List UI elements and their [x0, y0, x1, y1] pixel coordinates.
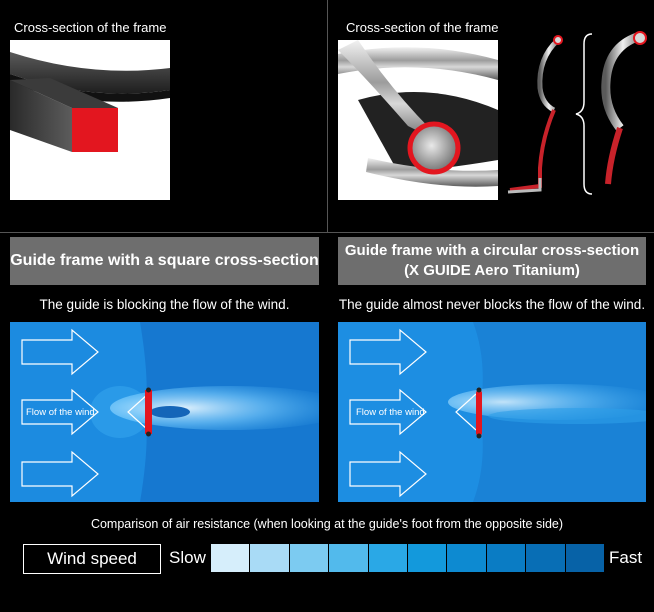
wind-speed-swatch [486, 544, 526, 572]
circular-flow-diagram [338, 322, 646, 502]
wind-speed-swatch [329, 544, 368, 572]
wind-speed-swatch [526, 544, 565, 572]
flow-arrow-top [21, 328, 99, 376]
wind-speed-swatch [289, 544, 329, 572]
circular-cross-section [407, 121, 461, 175]
wind-speed-scale [211, 544, 605, 572]
square-frame-description: The guide is blocking the flow of the wi… [39, 297, 290, 312]
wind-speed-swatch [408, 544, 447, 572]
square-frame-photo [10, 40, 170, 200]
horizontal-divider [0, 232, 654, 233]
cross-section-label-right: Cross-section of the frame [346, 20, 499, 35]
legend-slow-label: Slow [169, 548, 206, 567]
vertical-divider [327, 0, 328, 232]
comparison-caption: Comparison of air resistance (when looki… [90, 517, 564, 531]
round-frame-photo [338, 40, 498, 200]
wind-speed-swatch [250, 544, 289, 572]
square-cross-section [72, 108, 118, 152]
flow-arrow-middle [349, 388, 427, 436]
wind-speed-swatch [368, 544, 408, 572]
square-flow-diagram [10, 322, 319, 502]
flow-arrow-top [349, 328, 427, 376]
flow-label-left: Flow of the wind [26, 407, 95, 418]
guide-frame-illustration [507, 31, 647, 195]
square-frame-title-line: Guide frame with a square cross-section [10, 252, 319, 269]
wind-speed-swatch [211, 544, 250, 572]
circular-frame-title-line-2: (X GUIDE Aero Titanium) [404, 262, 580, 279]
wind-speed-swatch [447, 544, 486, 572]
flow-arrow-bottom [349, 450, 427, 498]
square-bar-side [10, 80, 72, 152]
round-guide-frame [476, 390, 482, 436]
flow-label-right: Flow of the wind [356, 407, 425, 418]
legend-fast-label: Fast [609, 548, 643, 567]
circular-frame-description: The guide almost never blocks the flow o… [338, 297, 646, 312]
cross-section-label-left: Cross-section of the frame [14, 20, 167, 35]
guide-foot-lines [455, 393, 477, 431]
circular-frame-title: Guide frame with a circular cross-sectio… [338, 237, 646, 285]
square-guide-frame [145, 390, 152, 434]
guide-foot-lines [127, 393, 149, 431]
wind-speed-label: Wind speed [23, 544, 161, 574]
flow-arrow-bottom [21, 450, 99, 498]
wind-speed-swatch [565, 544, 605, 572]
circular-frame-title-line-1: Guide frame with a circular cross-sectio… [344, 242, 640, 259]
flow-arrow-middle [21, 388, 99, 436]
square-frame-title: Guide frame with a square cross-section [10, 237, 319, 285]
